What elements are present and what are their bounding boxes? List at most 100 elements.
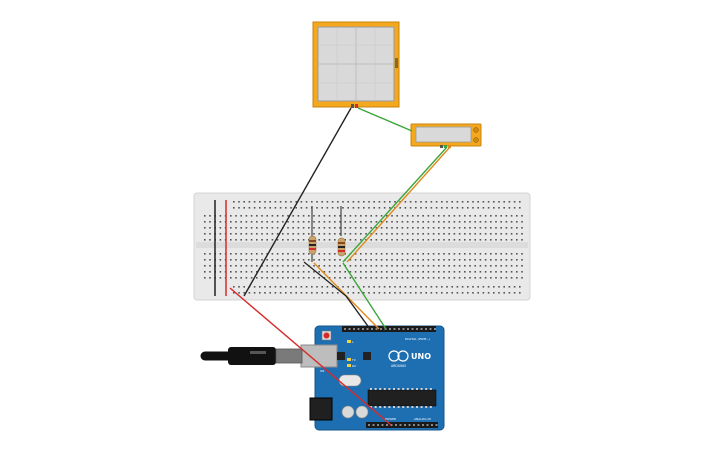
hole xyxy=(396,227,398,229)
hole xyxy=(209,253,211,255)
resistor-2[interactable] xyxy=(337,206,346,257)
hole xyxy=(479,227,482,229)
hole xyxy=(406,221,409,223)
hole xyxy=(435,207,438,209)
power-header-label: POWER xyxy=(385,417,396,421)
hole xyxy=(493,286,495,288)
hole xyxy=(395,424,397,426)
wire-black-resistor[interactable] xyxy=(303,261,347,297)
hole xyxy=(347,207,349,209)
hole xyxy=(323,221,326,223)
hole xyxy=(432,239,435,241)
hole xyxy=(383,388,386,390)
wire-black-bottom[interactable] xyxy=(345,295,371,330)
hole xyxy=(443,259,445,261)
hole xyxy=(432,227,435,229)
capacitor xyxy=(341,405,355,419)
hole xyxy=(510,221,513,223)
hole xyxy=(334,253,336,255)
hole xyxy=(240,271,242,273)
hole xyxy=(321,292,323,294)
hole xyxy=(204,271,206,273)
hole xyxy=(429,388,432,390)
hole xyxy=(429,406,432,408)
hole xyxy=(308,259,310,261)
hole xyxy=(484,271,487,273)
wire-green-top[interactable] xyxy=(357,107,413,132)
hole xyxy=(370,233,372,235)
hole xyxy=(484,221,487,223)
hole xyxy=(500,271,502,273)
hole xyxy=(297,259,300,261)
hole xyxy=(282,233,284,235)
hole xyxy=(339,233,341,235)
hole xyxy=(305,201,308,203)
arduino-uno-board[interactable]: UNO ARDUINO DIGITAL (PWM~) POWER ANALOG … xyxy=(300,325,445,431)
hole xyxy=(282,253,284,255)
hole xyxy=(487,207,490,209)
hole xyxy=(235,227,237,229)
hole xyxy=(380,221,383,223)
reset-button[interactable] xyxy=(323,332,330,339)
hole xyxy=(417,221,419,223)
hole xyxy=(334,215,336,217)
wire-black[interactable] xyxy=(243,107,352,297)
hole xyxy=(219,253,222,255)
hole xyxy=(498,207,500,209)
hole xyxy=(490,221,492,223)
hole xyxy=(279,292,282,294)
hole xyxy=(266,215,268,217)
hole xyxy=(389,328,391,330)
digital-header-label: DIGITAL (PWM~) xyxy=(405,337,430,341)
hole xyxy=(380,215,383,217)
hole xyxy=(365,253,367,255)
wire-red[interactable] xyxy=(229,287,392,426)
hole xyxy=(453,227,456,229)
hole xyxy=(427,239,430,241)
hole xyxy=(503,292,505,294)
grid-display-component[interactable] xyxy=(312,21,400,108)
hole xyxy=(360,265,362,267)
hole xyxy=(441,207,443,209)
hole xyxy=(427,221,430,223)
breadboard[interactable] xyxy=(193,192,531,301)
wire-orange-mid[interactable] xyxy=(346,146,451,263)
hole xyxy=(240,277,242,279)
module-component[interactable] xyxy=(410,123,482,148)
hole xyxy=(266,233,268,235)
hole xyxy=(323,239,326,241)
hole xyxy=(339,265,341,267)
hole xyxy=(360,227,362,229)
resistor-1[interactable] xyxy=(308,206,317,262)
hole xyxy=(370,388,372,390)
hole xyxy=(495,227,497,229)
hole xyxy=(505,271,508,273)
hole xyxy=(354,253,357,255)
hole xyxy=(519,207,521,209)
hole xyxy=(474,259,476,261)
hole xyxy=(363,207,365,209)
hole xyxy=(458,253,461,255)
hole xyxy=(259,207,261,209)
hole xyxy=(313,227,315,229)
hole xyxy=(516,227,518,229)
usb-cable[interactable] xyxy=(200,347,303,365)
wire-green-bottom[interactable] xyxy=(342,262,387,330)
wire-green-mid[interactable] xyxy=(342,146,448,263)
hole xyxy=(344,227,346,229)
hole xyxy=(209,215,211,217)
hole xyxy=(331,207,334,209)
hole xyxy=(482,292,485,294)
hole xyxy=(416,406,418,408)
hole xyxy=(448,233,450,235)
hole xyxy=(391,233,393,235)
hole xyxy=(389,292,391,294)
hole xyxy=(516,233,518,235)
hole xyxy=(365,227,367,229)
hole xyxy=(334,227,336,229)
hole xyxy=(274,286,277,288)
hole xyxy=(425,292,427,294)
hole xyxy=(366,328,369,330)
hole xyxy=(482,207,485,209)
hole xyxy=(357,328,360,330)
